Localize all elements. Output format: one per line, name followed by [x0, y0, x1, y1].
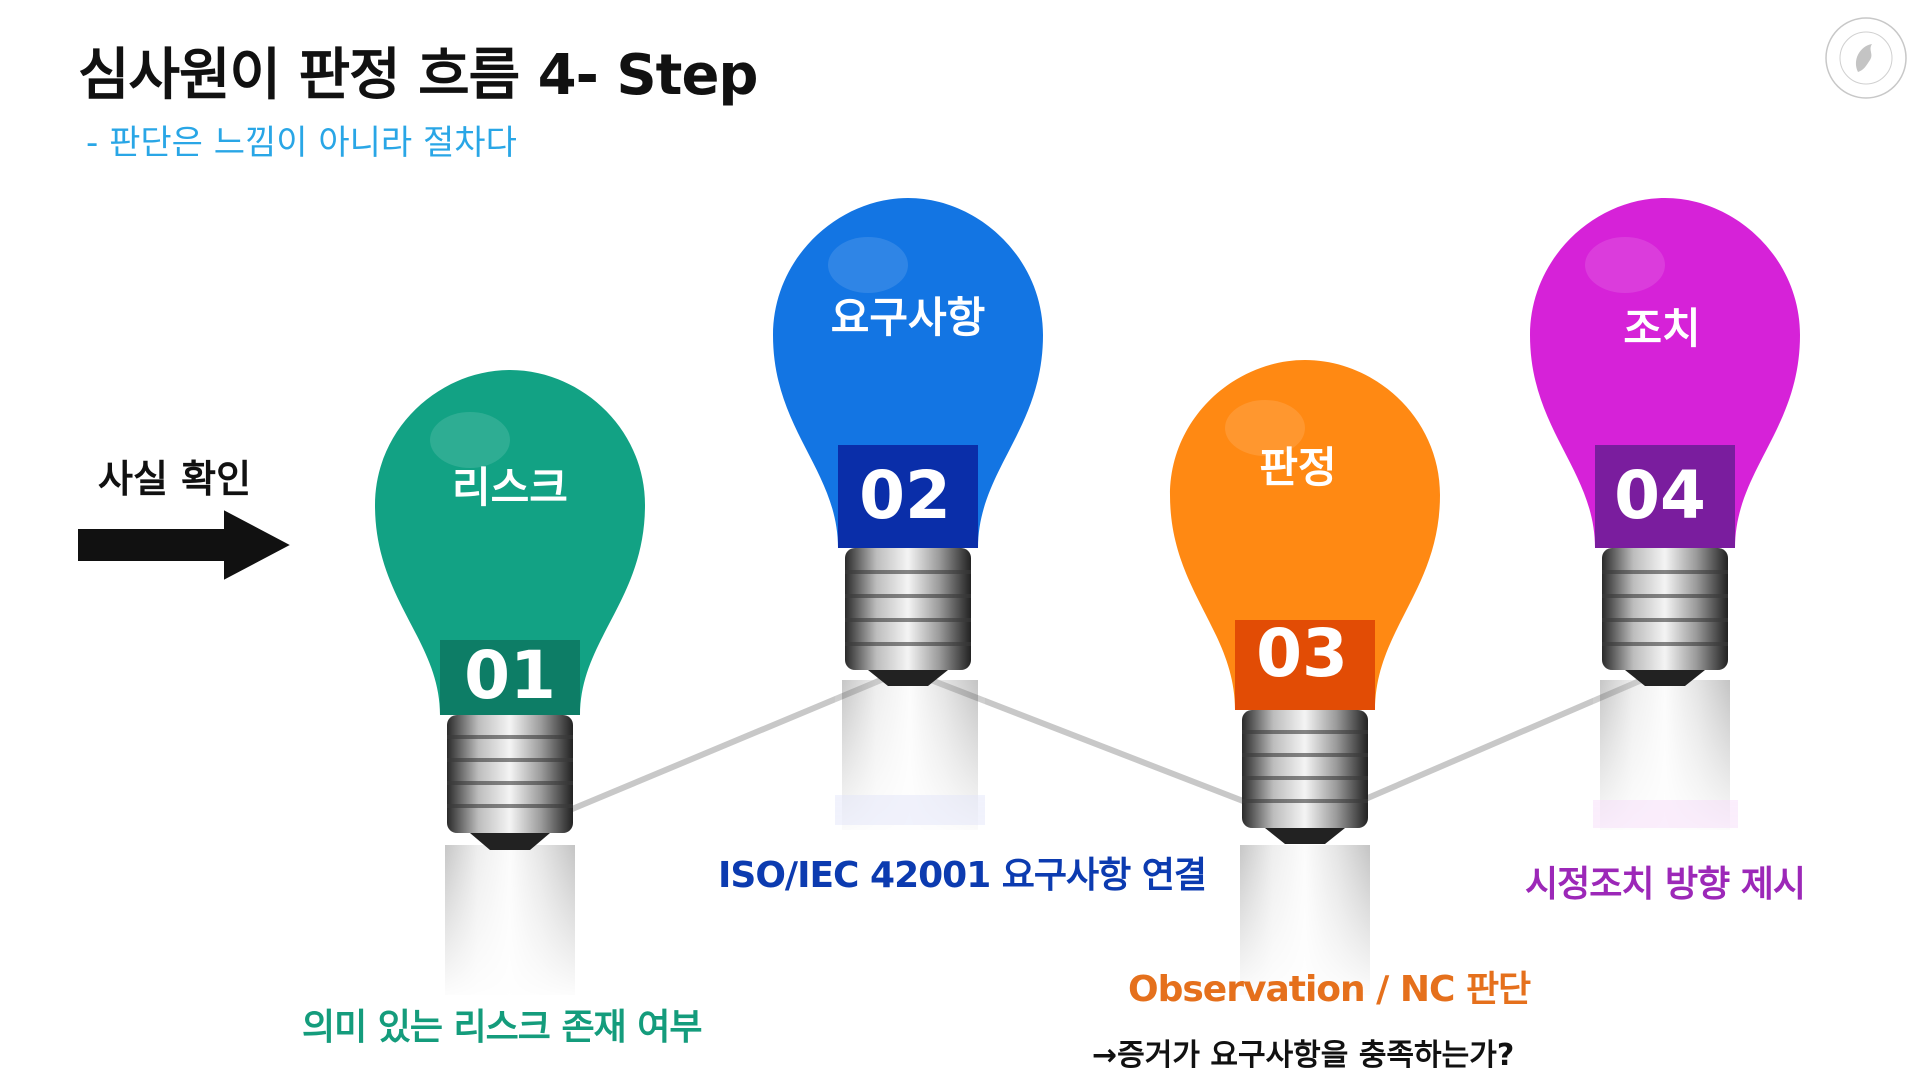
step-3-caption: Observation / NC 판단	[1128, 969, 1531, 1010]
step-3-reflection	[1235, 845, 1375, 1000]
step-4-number: 04	[1614, 457, 1706, 534]
step-3-number: 03	[1256, 615, 1348, 692]
step-1-reflection	[440, 845, 580, 1000]
step-3-name: 판정	[1259, 443, 1336, 492]
step-2-bulb: 요구사항 02	[773, 198, 1043, 840]
step-4-name: 조치	[1623, 304, 1700, 353]
step-1-bulb: 리스크 01	[375, 370, 645, 1000]
step-4-reflection	[1593, 680, 1738, 840]
page-subtitle: - 판단은 느낌이 아니라 절차다	[86, 123, 517, 163]
step-2-number: 02	[859, 457, 951, 534]
step-2-name: 요구사항	[831, 293, 986, 342]
step-1-caption: 의미 있는 리스크 존재 여부	[302, 1007, 702, 1048]
step-3-bulb: 판정 03	[1170, 360, 1440, 1000]
verification-question: →증거가 요구사항을 충족하는가?	[1092, 1038, 1515, 1073]
step-4-bulb: 조치 04	[1530, 198, 1800, 840]
step-4-caption: 시정조치 방향 제시	[1525, 864, 1806, 905]
page-title: 심사원이 판정 흐름 4- Step	[78, 43, 759, 108]
step-2-caption: ISO/IEC 42001 요구사항 연결	[718, 855, 1207, 896]
connector-line	[562, 666, 1668, 829]
step-1-name: 리스크	[452, 463, 568, 512]
step-2-reflection	[835, 680, 985, 840]
fact-check-label: 사실 확인	[98, 457, 252, 501]
step-1-number: 01	[464, 637, 556, 714]
institute-seal-icon	[1822, 14, 1910, 102]
step-1-bulb-glass	[375, 370, 645, 715]
right-arrow-icon	[72, 503, 302, 587]
